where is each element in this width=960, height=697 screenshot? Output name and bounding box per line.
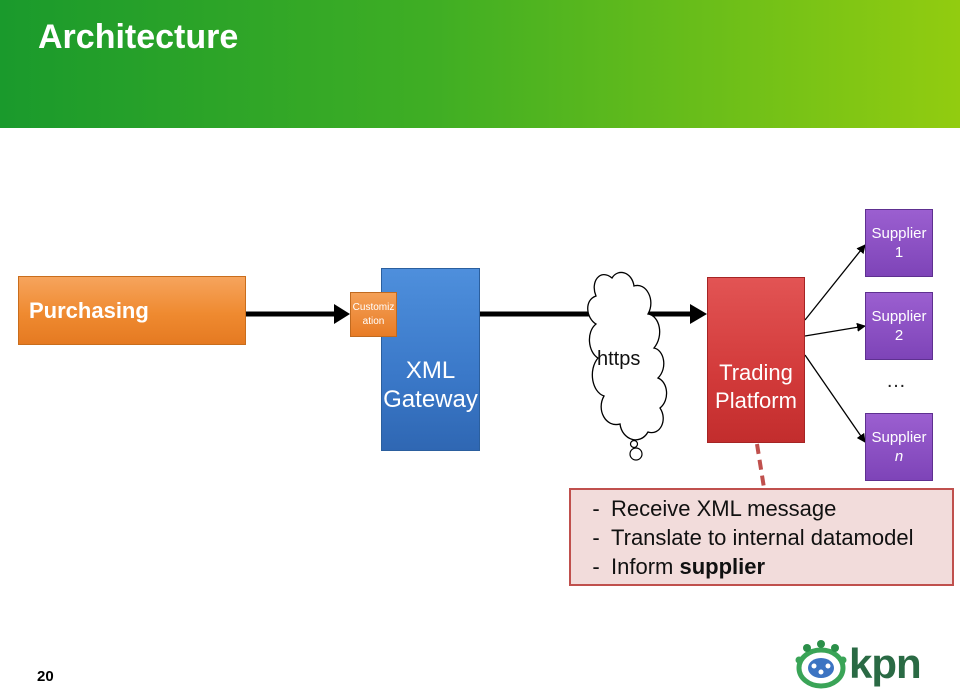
supplier-1-number: 1: [894, 244, 904, 261]
supplier-1-label: Supplier: [871, 225, 927, 242]
callout-line-receive: -Receive XML message: [581, 494, 836, 523]
page-number: 20: [37, 668, 54, 685]
supplier-n-box: Supplier n: [865, 413, 933, 481]
kpn-logo-text: kpn: [849, 640, 922, 687]
callout-dash: -: [592, 495, 600, 521]
supplier-1-box: Supplier 1: [865, 209, 933, 277]
callout-dash: -: [592, 553, 600, 579]
cloud-bubble-large: [629, 447, 643, 461]
cloud-bubble-small: [629, 439, 639, 449]
arrowhead-customization: [334, 304, 350, 324]
supplier-2-box: Supplier 2: [865, 292, 933, 360]
arrow-trading-to-supplier-1: [804, 244, 866, 321]
purchasing-box: Purchasing: [18, 276, 246, 345]
callout-line-inform: -Inform supplier: [581, 552, 765, 581]
supplier-n-label: Supplier: [871, 429, 927, 446]
callout-text-bold: supplier: [679, 553, 766, 579]
trading-platform-callout: -Receive XML message -Translate to inter…: [569, 488, 954, 586]
callout-connector: [755, 443, 766, 489]
trading-platform-box: Trading Platform: [707, 277, 805, 443]
arrowhead-trading: [690, 304, 707, 324]
xml-gateway-box: XML Gateway: [381, 268, 480, 451]
cloud-shape: [587, 271, 668, 441]
arrow-trading-to-supplier-2: [804, 322, 866, 337]
customization-box: Customiz ation: [350, 292, 397, 337]
kpn-crown-logo-icon: [795, 640, 847, 689]
customization-label-line1: Customiz: [352, 301, 395, 313]
suppliers-ellipsis: …: [886, 370, 906, 392]
callout-text: Receive XML message: [611, 495, 837, 521]
callout-dash: -: [592, 524, 600, 550]
xml-gateway-label-line1: XML: [405, 356, 456, 384]
slide-title: Architecture: [38, 18, 239, 56]
supplier-n-number: n: [894, 448, 904, 465]
trading-platform-label-line2: Platform: [715, 388, 797, 413]
https-label: https: [597, 348, 641, 370]
callout-text: Translate to internal datamodel: [611, 524, 914, 550]
supplier-2-number: 2: [894, 327, 904, 344]
purchasing-label: Purchasing: [29, 297, 149, 323]
trading-platform-label-line1: Trading: [719, 360, 793, 385]
supplier-2-label: Supplier: [871, 308, 927, 325]
callout-line-translate: -Translate to internal datamodel: [581, 523, 913, 552]
callout-text: Inform: [611, 553, 680, 579]
customization-label-line2: ation: [362, 315, 385, 327]
xml-gateway-label-line2: Gateway: [383, 385, 478, 413]
header-banner: [0, 0, 960, 128]
arrow-trading-to-supplier-n: [804, 354, 866, 443]
